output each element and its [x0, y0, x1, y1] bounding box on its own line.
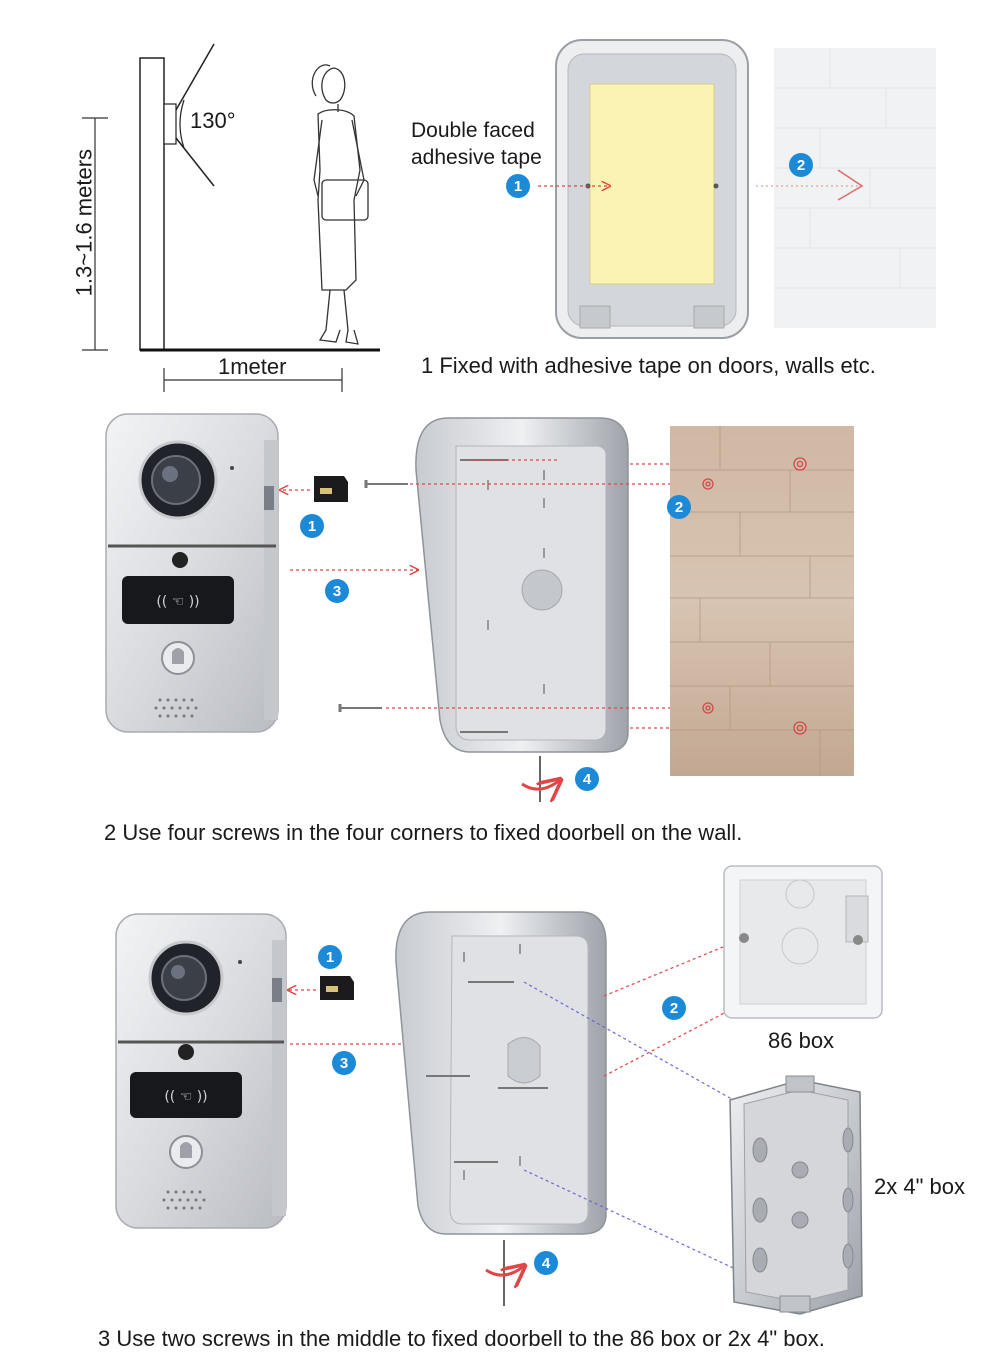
step-badge-4: 4 [534, 1251, 558, 1275]
sd-card-icon [314, 476, 348, 502]
caption-step-3: 3 Use two screws in the middle to fixed … [98, 1326, 825, 1351]
86-box [723, 865, 883, 1019]
2x4-box-label: 2x 4" box [874, 1174, 965, 1199]
step-badge-1: 1 [506, 174, 530, 198]
caption-step-2: 2 Use four screws in the four corners to… [104, 820, 743, 845]
step-badge-4: 4 [575, 767, 599, 791]
tape-label-line1: Double faced [411, 119, 535, 142]
view-angle-label: 130° [190, 108, 236, 133]
svg-text:1: 1 [326, 949, 334, 966]
svg-text:1: 1 [514, 178, 522, 195]
svg-text:(( ☜ )): (( ☜ )) [164, 1089, 207, 1105]
2x4-metal-box [729, 1075, 863, 1315]
doorbell-device: (( ☜ )) [115, 913, 287, 1229]
tape-label-line2: adhesive tape [411, 146, 542, 169]
height-label: 1.3~1.6 meters [71, 148, 97, 297]
distance-label: 1meter [218, 354, 287, 379]
step-badge-1: 1 [300, 514, 324, 538]
svg-text:4: 4 [583, 771, 592, 788]
svg-text:3: 3 [333, 583, 341, 600]
svg-text:3: 3 [340, 1055, 348, 1072]
adhesive-bracket [555, 39, 749, 339]
mounting-case [395, 911, 607, 1235]
step-badge-2: 2 [667, 495, 691, 519]
svg-text:2: 2 [670, 1000, 678, 1017]
step-badge-3: 3 [332, 1051, 356, 1075]
tiled-wall [774, 48, 936, 328]
step-badge-2: 2 [789, 153, 813, 177]
screw [338, 704, 382, 712]
step-badge-1: 1 [318, 945, 342, 969]
86-box-label: 86 box [768, 1028, 835, 1053]
svg-text:2: 2 [675, 499, 683, 516]
mounting-height-diagram [82, 43, 380, 392]
step-badge-3: 3 [325, 579, 349, 603]
svg-text:4: 4 [542, 1255, 551, 1272]
screwdriver-rotate-icon [485, 1240, 524, 1306]
screwdriver-rotate-icon [521, 756, 560, 802]
caption-step-1: 1 Fixed with adhesive tape on doors, wal… [421, 353, 876, 378]
person-figure [311, 64, 369, 345]
screw [364, 480, 408, 488]
svg-text:2: 2 [797, 157, 805, 174]
sd-card-icon [320, 976, 354, 1000]
svg-text:1: 1 [308, 518, 316, 535]
doorbell-device: (( ☜ )) [105, 413, 279, 733]
mounting-case [415, 417, 629, 753]
stone-wall [670, 426, 854, 776]
adhesive-tape-pad [589, 83, 715, 285]
step-badge-2: 2 [662, 996, 686, 1020]
svg-text:(( ☜ )): (( ☜ )) [156, 594, 199, 610]
